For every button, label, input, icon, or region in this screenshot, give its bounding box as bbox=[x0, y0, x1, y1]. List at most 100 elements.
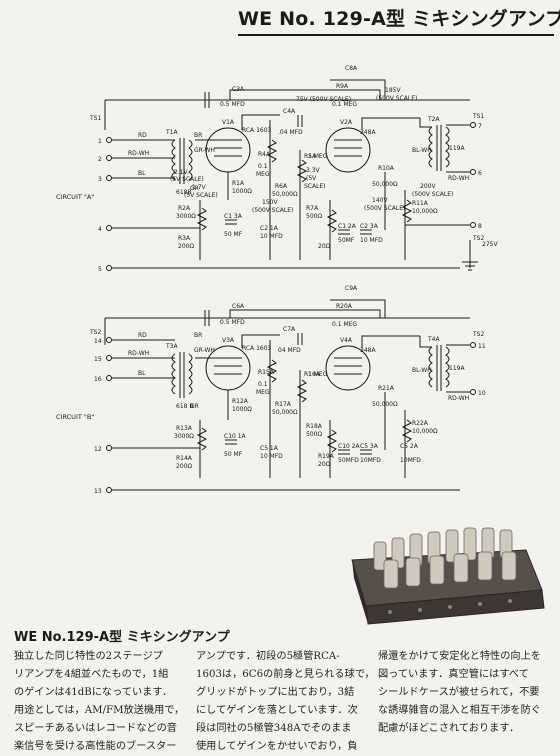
circuit-a-label: CIRCUIT "A" bbox=[56, 193, 94, 201]
r5a2-value: 20Ω bbox=[318, 243, 331, 250]
body-line: 楽信号を受ける高性能のブースター bbox=[14, 741, 177, 752]
t4a-type: 119A bbox=[449, 365, 465, 372]
wire-gr-b: GR bbox=[190, 403, 199, 410]
ts1-label-right: TS1 bbox=[472, 113, 484, 120]
volt-33: 3.3V bbox=[306, 167, 321, 174]
c8a-label: C8A bbox=[345, 65, 358, 72]
c102a-value: 50MFD bbox=[338, 457, 359, 464]
ts2-label-right: TS2 bbox=[472, 331, 484, 338]
r1a-label: R1A bbox=[232, 180, 245, 187]
wire-blwh-a: BL-WH bbox=[412, 147, 432, 154]
t1a-label: T1A bbox=[165, 129, 178, 136]
body-column-3: 帰還をかけて安定化と特性の向上を 図っています．真空管にはすべて シールドケース… bbox=[378, 648, 550, 738]
t2a-label: T2A bbox=[427, 116, 440, 123]
volt-33-scale: (5V bbox=[306, 175, 317, 182]
c21a-value: 10 MFD bbox=[260, 233, 283, 240]
pin-5: 5 bbox=[98, 266, 102, 273]
wire-bl-a: BL bbox=[138, 170, 146, 177]
r21a-label: R21A bbox=[378, 385, 395, 392]
r15a-value: 0.1 bbox=[258, 381, 268, 388]
photo-caption: WE No.129-A型 ミキシングアンプ bbox=[14, 630, 230, 645]
r3a-value: 200Ω bbox=[178, 243, 194, 250]
ts1-label-left: TS1 bbox=[89, 115, 101, 122]
body-line: シールドケースが被せられて，不要 bbox=[378, 687, 540, 698]
v3a-type: RCA 1603 bbox=[242, 345, 272, 352]
body-line: 用途としては，AM/FM放送機用で， bbox=[14, 705, 185, 716]
c4a-label: C4A bbox=[283, 108, 296, 115]
wire-rdwh-out-a: RD-WH bbox=[448, 175, 469, 182]
r21a-value: 50,000Ω bbox=[372, 401, 398, 408]
pin-1: 1 bbox=[98, 138, 102, 145]
body-line: 独立した同じ特性の2ステージプ bbox=[14, 651, 163, 662]
ts2-ground-label: TS2 bbox=[472, 235, 484, 242]
pin-3: 3 bbox=[98, 176, 102, 183]
r14a-label: R14A bbox=[176, 455, 193, 462]
volt-21: 2.1V. bbox=[174, 169, 189, 176]
volt-33-scale2: SCALE) bbox=[304, 183, 326, 190]
ts2-label-left: TS2 bbox=[89, 329, 101, 336]
v4a-type: 348A bbox=[360, 347, 376, 354]
r22a-value: 10,000Ω bbox=[412, 428, 438, 435]
c4a-value: .04 MFD bbox=[278, 129, 303, 136]
r11a-value: 10,000Ω bbox=[412, 208, 438, 215]
r13a-label: R13A bbox=[176, 425, 193, 432]
c102a-label: C10 2A bbox=[338, 443, 361, 450]
volt-185: 185V bbox=[385, 87, 401, 94]
v1a-type: RCA 1603 bbox=[242, 127, 272, 134]
c7a-value: 04 MFD bbox=[278, 347, 301, 354]
wire-gr-a: GR bbox=[190, 185, 199, 192]
r3a-label: R3A bbox=[178, 235, 191, 242]
t3a-label: T3A bbox=[165, 343, 178, 350]
c23a-value: 10 MFD bbox=[360, 237, 383, 244]
body-line: 配慮がほどこされております． bbox=[378, 723, 520, 734]
wire-rdwh-b: RD-WH bbox=[128, 350, 149, 357]
t4a-label: T4A bbox=[427, 336, 440, 343]
body-line: グリッドがトップに出ており，3結 bbox=[196, 687, 355, 698]
volt-17-scale: (5V SCALE) bbox=[184, 192, 218, 199]
volt-17: 1.7V bbox=[192, 184, 207, 191]
pin-12: 12 bbox=[94, 446, 102, 453]
r17a-value: 50,000Ω bbox=[272, 409, 298, 416]
volt-21-scale: (5V SCALE) bbox=[170, 176, 204, 183]
c23a-label: C2 3A bbox=[360, 223, 379, 230]
pin-16: 16 bbox=[94, 376, 102, 383]
r1meg-b: 1 MEG bbox=[308, 371, 328, 378]
c3a-value: 0.5 MFD bbox=[220, 101, 245, 108]
r10a-label: R10A bbox=[378, 165, 395, 172]
volt-140: 140V bbox=[372, 197, 388, 204]
volt-140-scale: (500V SCALE) bbox=[364, 205, 405, 212]
wire-rdwh-a: RD-WH bbox=[128, 150, 149, 157]
c13a-value: 50 MF bbox=[224, 231, 243, 238]
wire-rd-b: RD bbox=[138, 332, 147, 339]
r5a-label: R5A bbox=[304, 153, 317, 160]
r2a-value: 3000Ω bbox=[176, 213, 196, 220]
pin-4: 4 bbox=[98, 226, 102, 233]
c53a-value: 10MFD bbox=[360, 457, 381, 464]
c21a-label: C2 1A bbox=[260, 225, 279, 232]
c12a-value: 50MF bbox=[338, 237, 355, 244]
c51a-label: C5 1A bbox=[260, 445, 279, 452]
r15a-unit: MEG bbox=[256, 389, 270, 396]
r1a-value: 1000Ω bbox=[232, 188, 252, 195]
v2a-label: V2A bbox=[340, 119, 353, 126]
c101a-label: C10 1A bbox=[224, 433, 247, 440]
r16a-label: R16A bbox=[304, 371, 321, 378]
r4a-value: 0.1 bbox=[258, 163, 268, 170]
c52a-value: 10MFD bbox=[400, 457, 421, 464]
pin-13: 13 bbox=[94, 488, 102, 495]
r19a-label: R19A bbox=[318, 453, 335, 460]
body-line: アンプです．初段の5極管RCA- bbox=[196, 651, 340, 662]
r22a-label: R22A bbox=[412, 420, 429, 427]
r8a-value: 50,000Ω bbox=[372, 181, 398, 188]
volt-200-scale: (500V SCALE) bbox=[412, 191, 453, 198]
volt-150-scale: (500V SCALE) bbox=[252, 207, 293, 214]
volt-75: 75V (500V SCALE) bbox=[296, 96, 351, 103]
r13a-value: 3000Ω bbox=[174, 433, 194, 440]
body-line: のゲインは41dBになっています． bbox=[14, 687, 173, 698]
volt-150: 150V bbox=[262, 199, 278, 206]
pin-15: 15 bbox=[94, 356, 102, 363]
pin-6: 6 bbox=[478, 170, 482, 177]
body-line: 1603は，6C6の前身と見られる球で， bbox=[196, 669, 375, 680]
body-line: 段は同社の5極管348Aでそのまま bbox=[196, 723, 352, 734]
